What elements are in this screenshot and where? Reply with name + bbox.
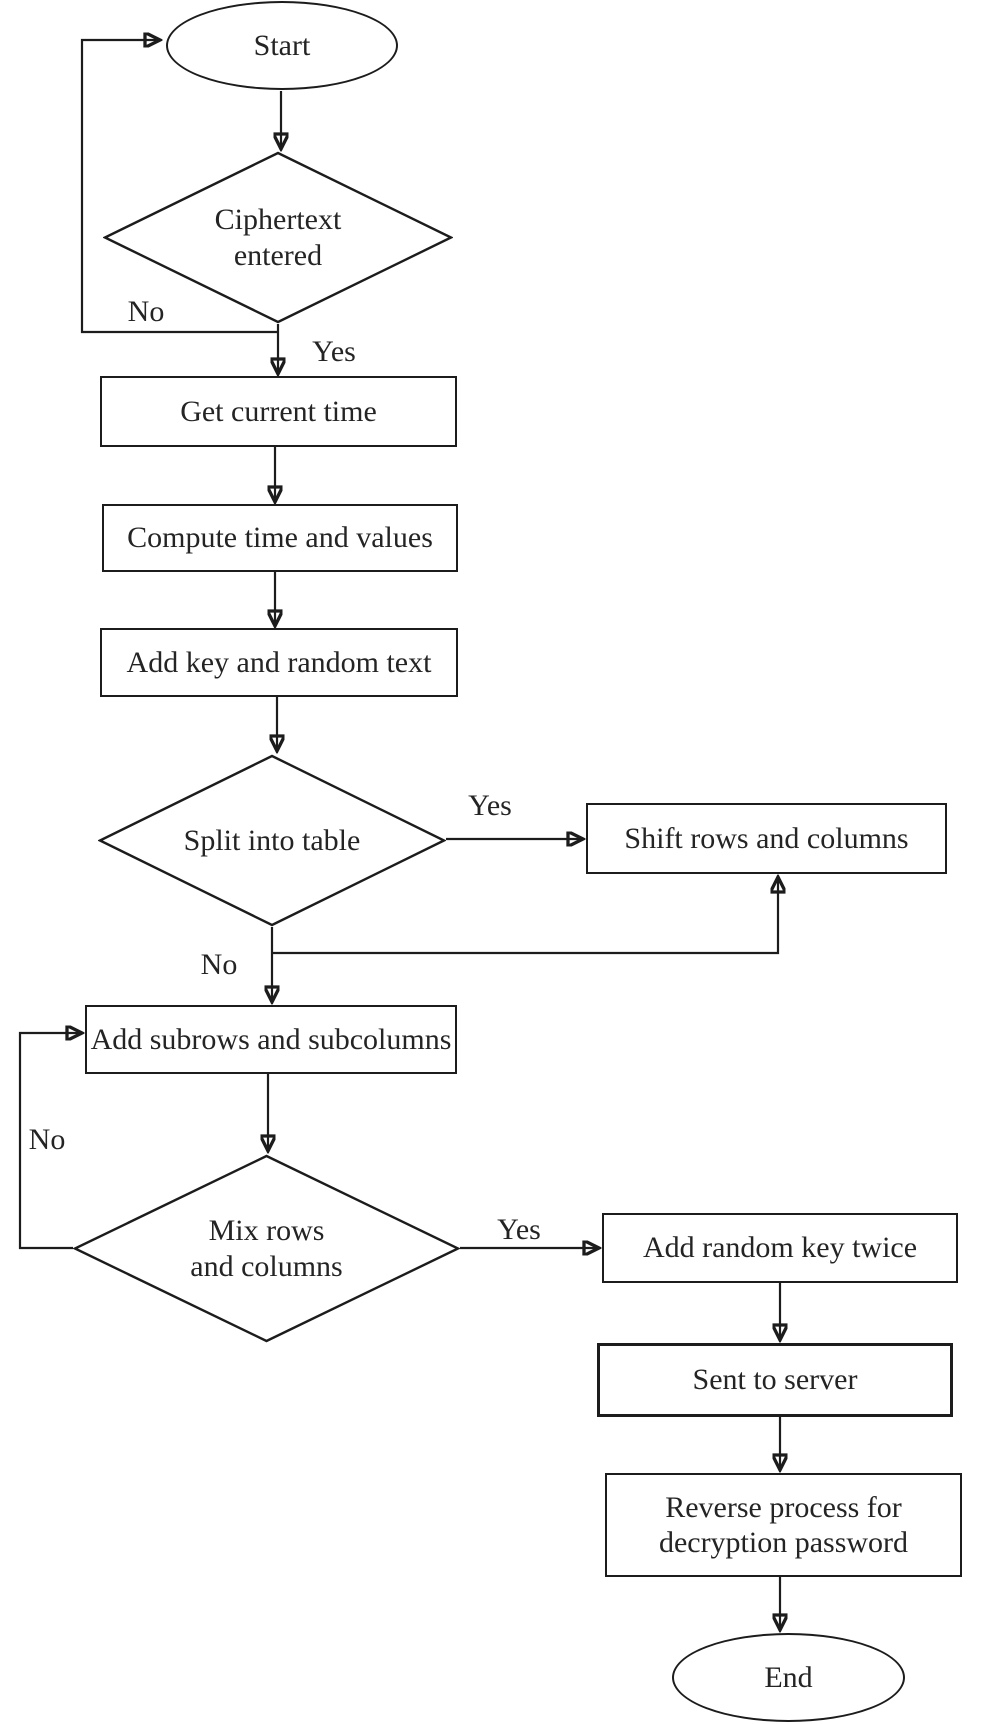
edge-label-mix-no: No [28,1123,66,1156]
node-mix-rows-columns-label-line1: Mix rows [208,1214,325,1248]
edge-label-mix-yes: Yes [497,1213,541,1246]
node-add-random-key-twice-label: Add random key twice [642,1231,918,1265]
node-start-label: Start [253,28,311,62]
node-get-current-time-label: Get current time [180,394,377,428]
node-add-key-random-text-label: Add key and random text [126,645,432,679]
node-end: End [672,1633,905,1722]
edge-label-ciphertext-no: No [127,295,165,328]
node-ciphertext-entered: Ciphertext entered [103,151,453,324]
node-split-into-table-label: Split into table [183,823,361,857]
node-sent-to-server-label: Sent to server [692,1363,858,1397]
node-split-into-table: Split into table [98,754,446,927]
edge-label-ciphertext-yes: Yes [312,335,356,368]
node-compute-time-values-label: Compute time and values [127,521,433,555]
edge-mix-no-loop-to-add-subrows [18,1033,82,1250]
node-ciphertext-entered-label-line2: entered [233,238,323,272]
edge-label-split-no: No [200,948,238,981]
node-sent-to-server: Sent to server [597,1343,953,1417]
node-add-key-random-text: Add key and random text [100,628,458,697]
node-reverse-process-label-line2: decryption password [658,1526,909,1559]
edge-label-split-yes: Yes [468,789,512,822]
diamond-shape [103,151,453,324]
node-get-current-time: Get current time [100,376,457,447]
diamond-shape [98,754,446,927]
node-ciphertext-entered-label-line1: Ciphertext [214,203,342,237]
node-mix-rows-columns: Mix rows and columns [73,1154,460,1343]
node-compute-time-values: Compute time and values [102,504,458,572]
node-add-subrows-subcolumns-label: Add subrows and subcolumns [90,1022,452,1056]
edge-split-no-branch-to-shift [272,877,778,955]
node-add-random-key-twice: Add random key twice [602,1213,958,1283]
node-shift-rows-columns-label: Shift rows and columns [624,821,909,855]
diamond-shape [73,1154,460,1343]
node-reverse-process: Reverse process for decryption password [605,1473,962,1577]
node-mix-rows-columns-label-line2: and columns [190,1249,343,1283]
edge-ciphertext-no-loop-to-start [80,40,278,334]
node-reverse-process-label-line1: Reverse process for [665,1490,902,1524]
node-start: Start [166,1,398,90]
node-end-label: End [764,1660,813,1694]
node-add-subrows-subcolumns: Add subrows and subcolumns [85,1005,457,1074]
node-shift-rows-columns: Shift rows and columns [586,803,947,874]
